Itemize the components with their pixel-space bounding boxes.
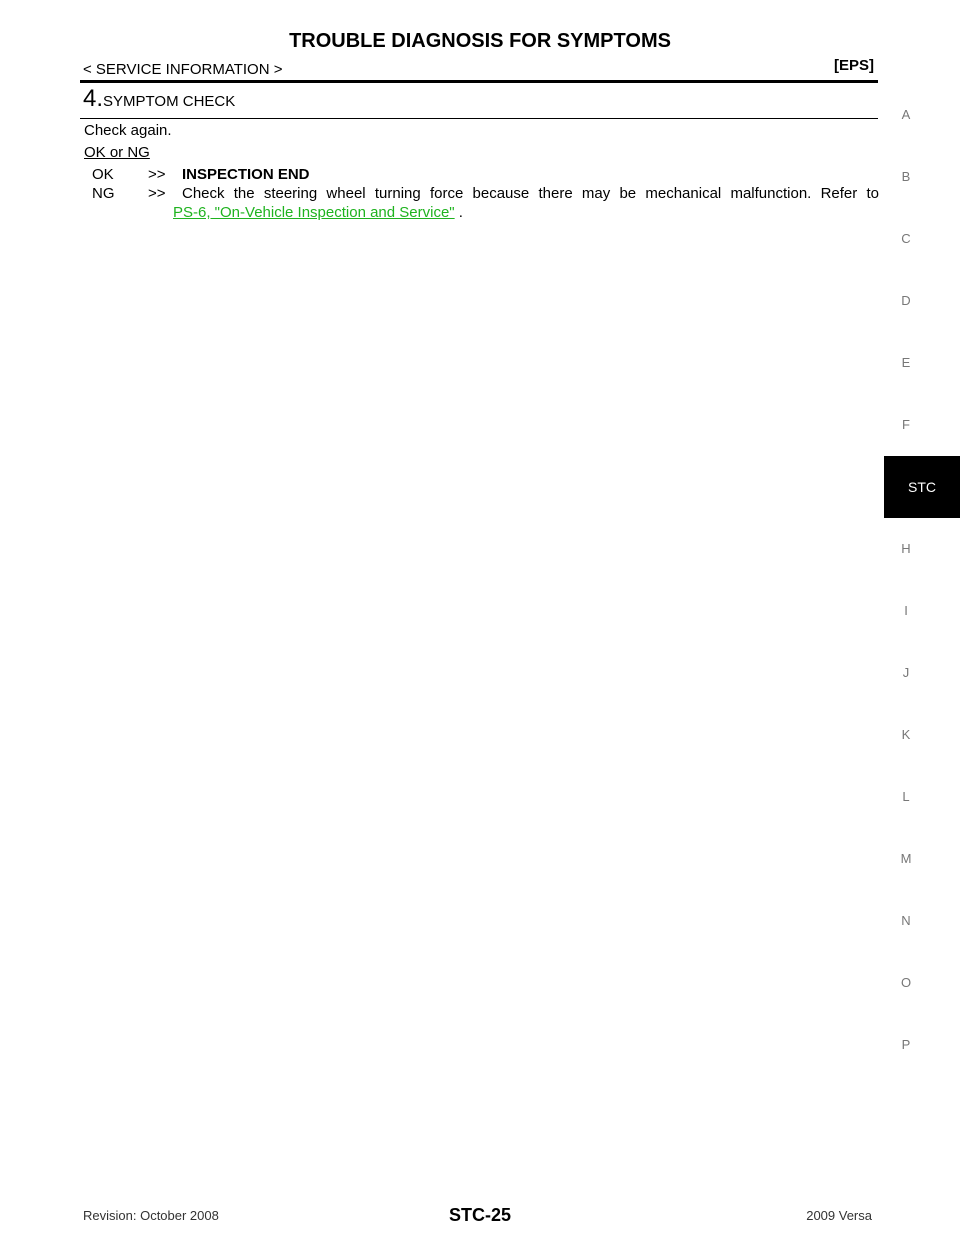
page-title: TROUBLE DIAGNOSIS FOR SYMPTOMS xyxy=(289,30,671,52)
result-code: NG xyxy=(92,185,115,202)
result-text: Check the steering wheel turning force b… xyxy=(182,185,879,202)
reference-link[interactable]: PS-6, "On-Vehicle Inspection and Service… xyxy=(173,204,455,221)
tab-d[interactable]: D xyxy=(901,293,911,308)
tab-stc[interactable]: STC xyxy=(884,456,960,518)
result-prompt: OK or NG xyxy=(84,144,150,161)
section-tag: [EPS] xyxy=(833,57,874,74)
result-text: INSPECTION END xyxy=(182,166,310,183)
step-body: Check again. xyxy=(84,122,172,139)
step-heading: 4.SYMPTOM CHECK xyxy=(83,85,235,113)
tab-c[interactable]: C xyxy=(901,231,911,246)
reference-line: PS-6, "On-Vehicle Inspection and Service… xyxy=(173,204,463,221)
tab-n[interactable]: N xyxy=(901,913,911,928)
step-title: SYMPTOM CHECK xyxy=(103,93,236,110)
result-arrow: >> xyxy=(148,185,166,202)
tab-b[interactable]: B xyxy=(901,169,911,184)
revision-date: Revision: October 2008 xyxy=(83,1208,219,1223)
tab-a[interactable]: A xyxy=(901,107,911,122)
result-arrow: >> xyxy=(148,166,166,183)
tab-j[interactable]: J xyxy=(902,665,910,680)
tab-m[interactable]: M xyxy=(900,851,912,866)
section-subtitle: < SERVICE INFORMATION > xyxy=(83,61,283,78)
result-row-ok: OK >> INSPECTION END xyxy=(92,166,882,186)
tab-i[interactable]: I xyxy=(904,603,908,618)
tab-f[interactable]: F xyxy=(902,417,910,432)
result-row-ng: NG >> Check the steering wheel turning f… xyxy=(92,185,882,205)
header-rule xyxy=(80,80,878,83)
tab-l[interactable]: L xyxy=(902,789,910,804)
tab-h[interactable]: H xyxy=(901,541,911,556)
step-number: 4. xyxy=(83,85,104,112)
tab-p[interactable]: P xyxy=(901,1037,911,1052)
tab-k[interactable]: K xyxy=(901,727,911,742)
reference-suffix: . xyxy=(454,204,463,221)
step-rule xyxy=(80,118,878,119)
tab-e[interactable]: E xyxy=(901,355,911,370)
page-number: STC-25 xyxy=(448,1205,511,1225)
tab-o[interactable]: O xyxy=(900,975,912,990)
vehicle-model: 2009 Versa xyxy=(806,1208,872,1223)
result-code: OK xyxy=(92,166,114,183)
